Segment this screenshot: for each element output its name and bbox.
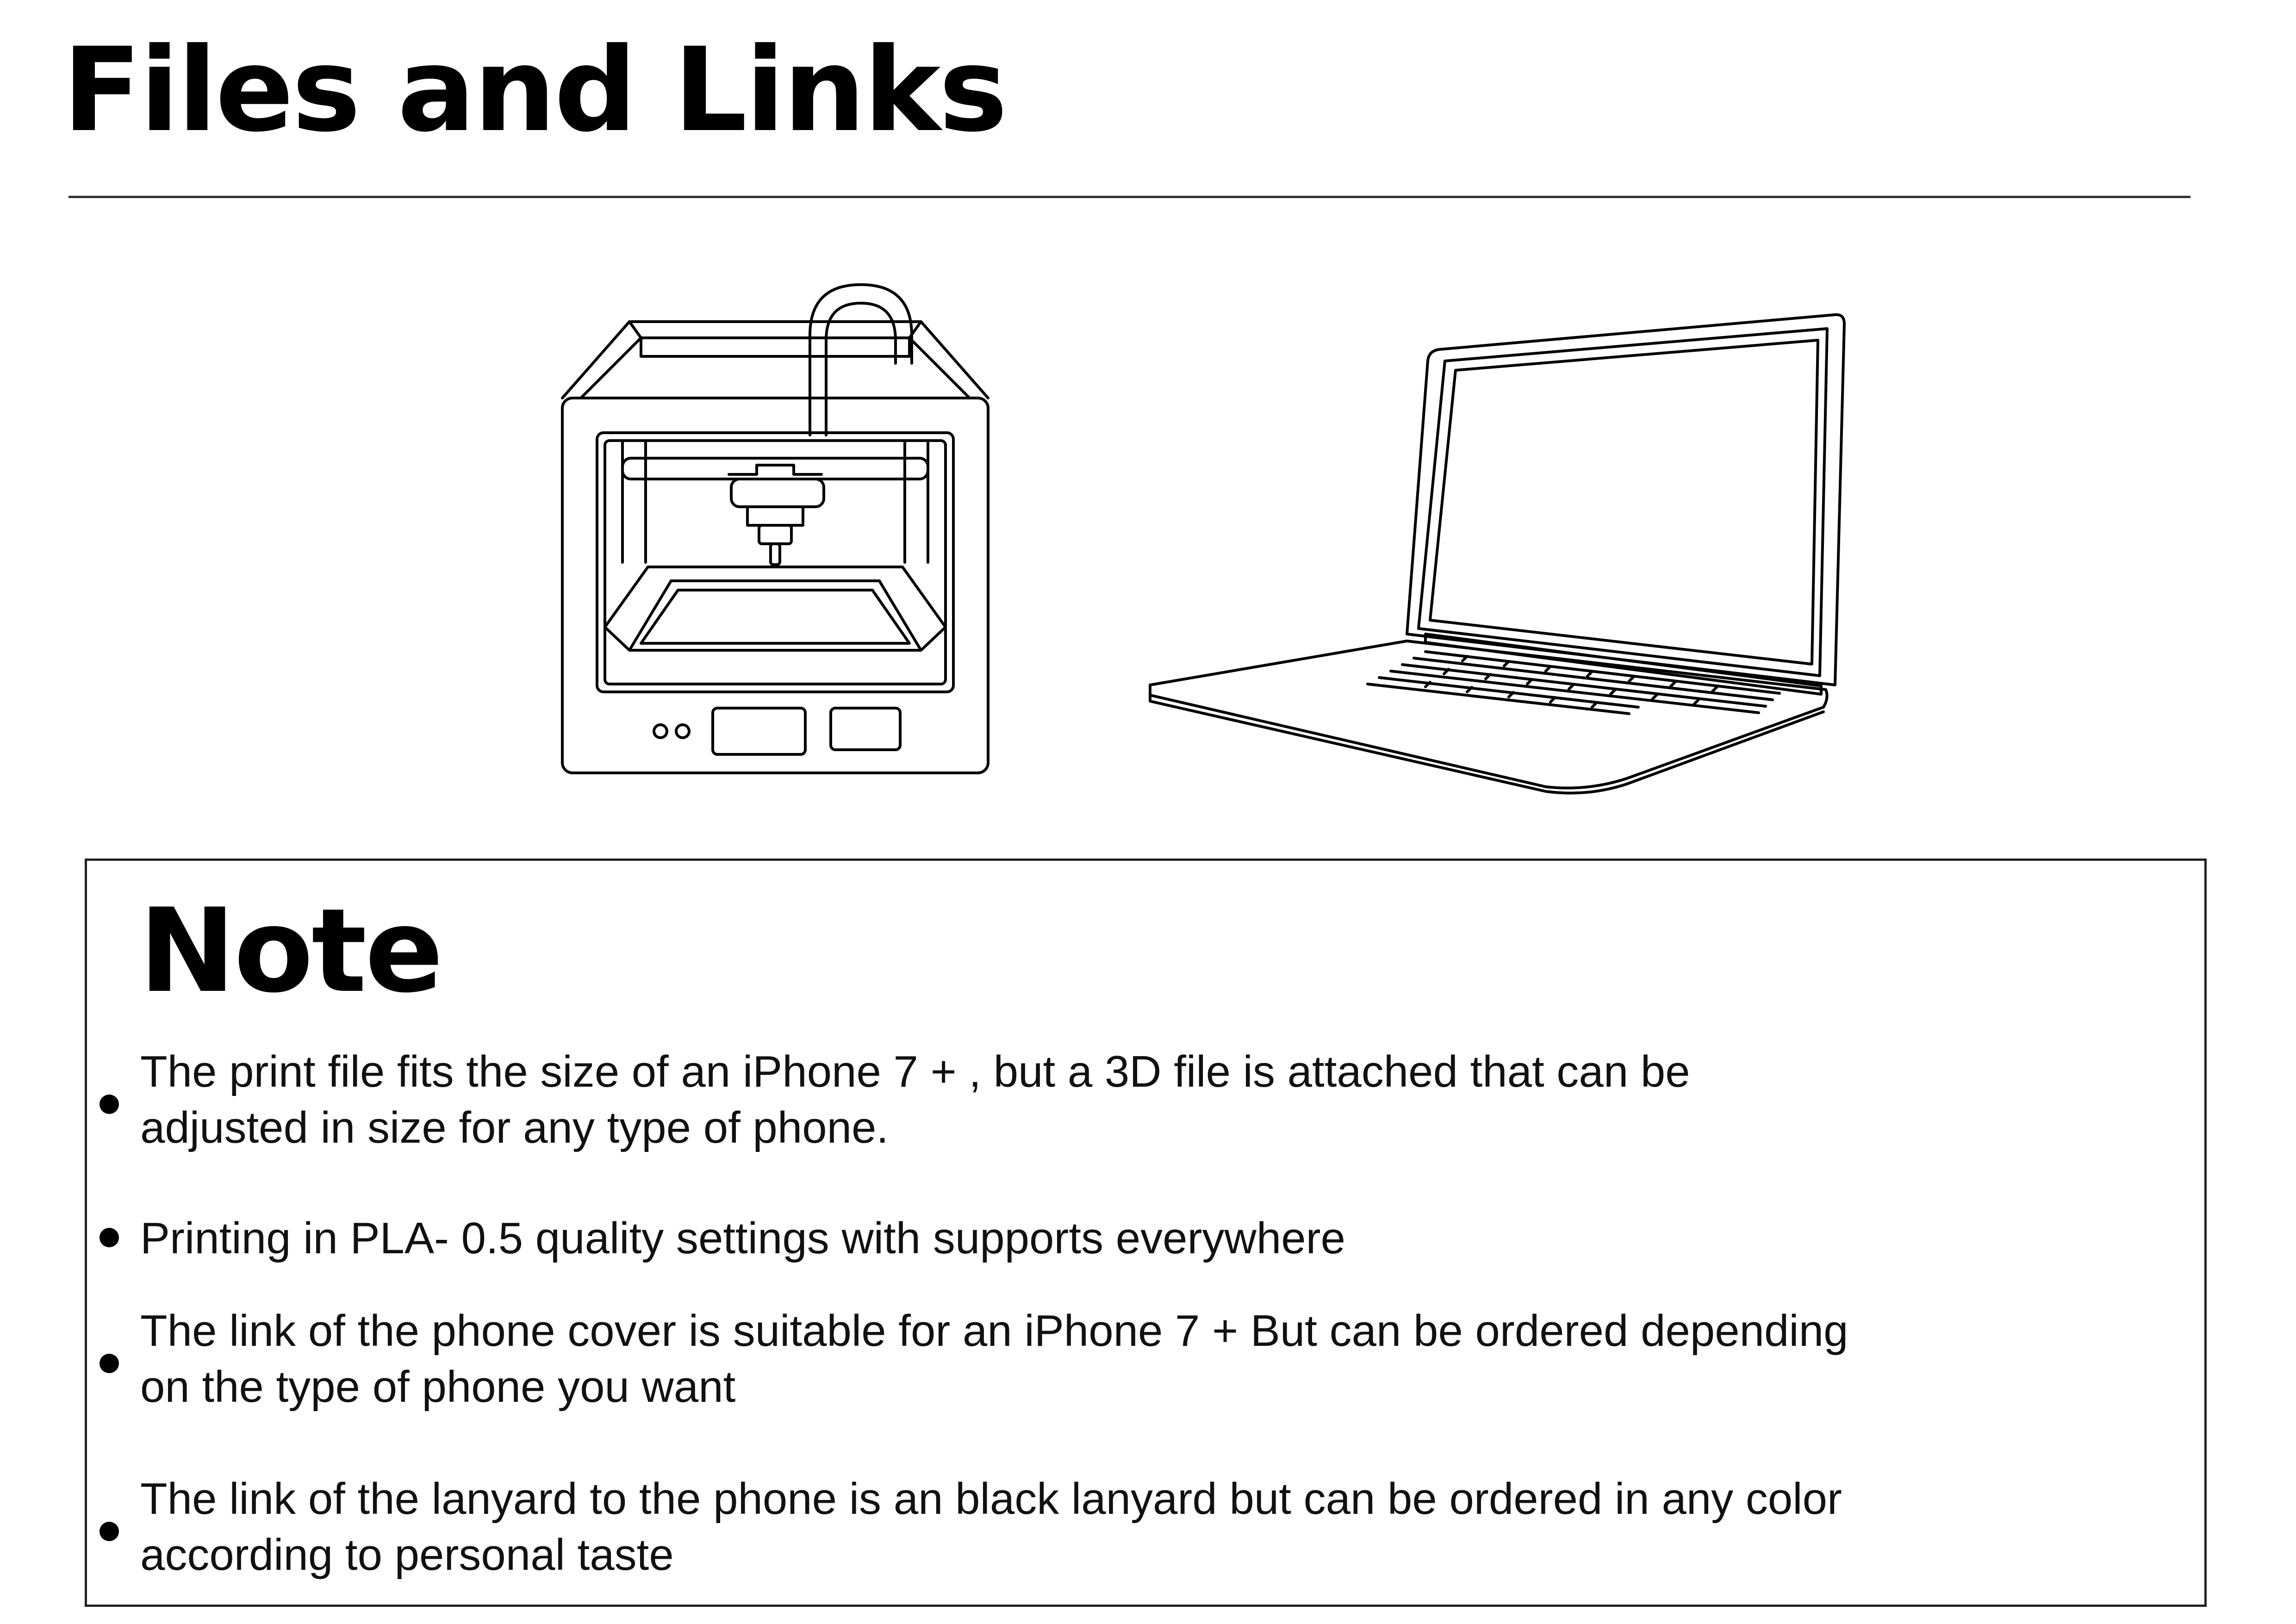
bullet-icon: [100, 1522, 119, 1541]
list-item: Printing in PLA- 0.5 quality settings wi…: [100, 1210, 1853, 1266]
note-text: The print file fits the size of an iPhon…: [140, 1047, 1690, 1152]
3d-printer-icon: [561, 283, 989, 774]
note-text: Printing in PLA- 0.5 quality settings wi…: [140, 1213, 1345, 1263]
page-title: Files and Links: [62, 23, 1008, 157]
laptop-icon: [1149, 313, 1846, 795]
list-item: The link of the phone cover is suitable …: [100, 1303, 1853, 1415]
list-item: The print file fits the size of an iPhon…: [100, 1044, 1853, 1156]
note-text: The link of the lanyard to the phone is …: [140, 1474, 1842, 1580]
bullet-icon: [100, 1228, 119, 1247]
list-item: The link of the lanyard to the phone is …: [100, 1471, 1853, 1583]
bullet-icon: [100, 1095, 119, 1114]
note-heading: Note: [139, 884, 443, 1018]
note-text: The link of the phone cover is suitable …: [140, 1306, 1848, 1412]
bullet-icon: [100, 1354, 119, 1373]
note-box: Note The print file fits the size of an …: [85, 859, 2207, 1607]
title-divider: [68, 196, 2190, 198]
